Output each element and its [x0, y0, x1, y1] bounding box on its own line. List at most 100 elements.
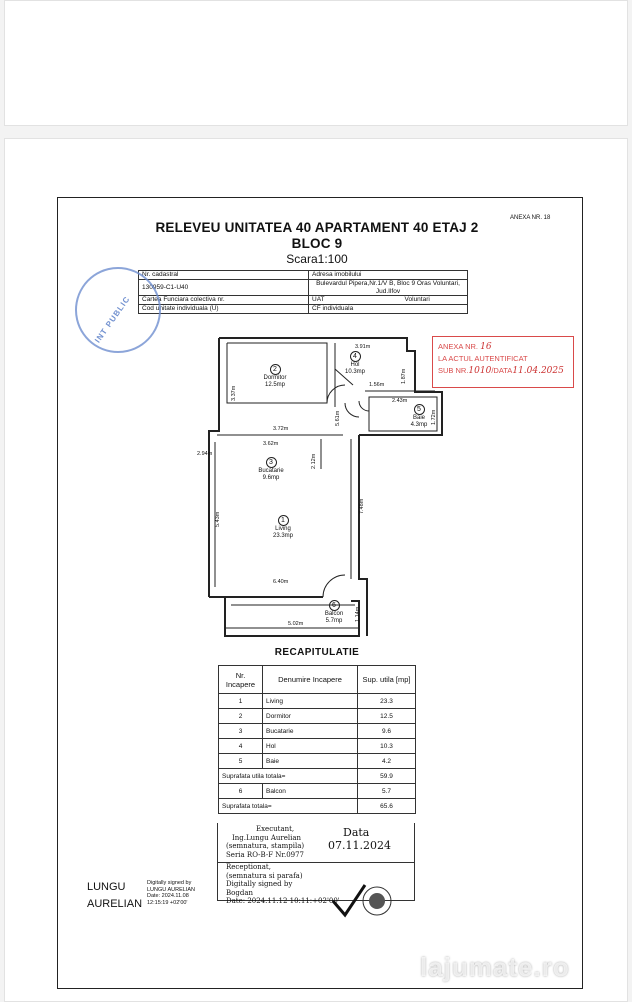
room-area: 12.5mp	[264, 382, 285, 388]
wall-balcony	[209, 596, 360, 637]
room-name: Hol	[350, 362, 360, 368]
executant-series: Seria RO-B-F Nr.0977	[226, 850, 305, 859]
room-name: Balcon	[324, 611, 344, 617]
handwritten-annex: 16	[480, 342, 492, 352]
digital-signature-details: Digitally signed by LUNGU AURELIAN Date:…	[147, 880, 195, 906]
page-title: RELEVEU UNITATEA 40 APARTAMENT 40 ETAJ 2	[155, 220, 479, 235]
handwritten-date: 11.04.2025	[512, 366, 564, 376]
dim-label: 2.43m	[392, 398, 408, 404]
cell-name: Bucatarie	[262, 723, 358, 739]
room-hol: 4 Hol 10.3mp	[339, 351, 371, 376]
floor-plan	[208, 337, 443, 637]
total-label: Suprafata totala=	[218, 798, 358, 814]
dim-label: 6.40m	[273, 579, 289, 585]
signer-name: Bogdan	[226, 888, 254, 897]
watermark-logo: lajumate.ro	[420, 952, 570, 982]
cell-name: Dormitor	[262, 708, 358, 724]
room-area: 5.7mp	[325, 618, 343, 624]
red-stamp: ANEXA NR. 16 LA ACTUL AUTENTIFICAT SUB N…	[432, 336, 574, 388]
dim-label: 1.14m	[355, 606, 361, 622]
red-stamp-line2: LA ACTUL AUTENTIFICAT	[438, 354, 528, 363]
receptionat-block: Receptionat, (semnatura si parafa) Digit…	[217, 863, 415, 905]
signer-first: LUNGU	[87, 881, 126, 893]
wall-right	[358, 435, 368, 636]
uat-value: Voluntari	[404, 296, 430, 304]
total-utila-row: Suprafata utila totala=59.9	[218, 768, 416, 784]
room-area: 23.3mp	[272, 533, 293, 539]
cell-sup: 12.5	[357, 708, 416, 724]
cell-name: Hol	[262, 738, 358, 754]
sig-line: 12:15:19 +02'00'	[147, 899, 188, 906]
room-name: Living	[275, 526, 291, 532]
cell-sup: 9.6	[357, 723, 416, 739]
red-stamp-label: /DATA	[491, 366, 513, 375]
executant-block: Executant, Ing.Lungu Aurelian (semnatura…	[217, 823, 415, 863]
cell-sup: 10.3	[357, 738, 416, 754]
previous-page	[4, 0, 628, 126]
annex-number: ANEXA NR. 18	[510, 215, 551, 221]
signed-date: Date: 2024.11.12 10:11:+02'00'	[226, 897, 414, 906]
room-number: 1	[277, 515, 289, 526]
dim-label: 3.62m	[263, 441, 279, 447]
cell-nr: 2	[218, 708, 263, 724]
signer-last: AURELIAN	[87, 898, 143, 910]
dim-label: 3.91m	[355, 344, 371, 350]
total-row: Suprafata totala=65.6	[218, 798, 416, 814]
cell-nr: 5	[218, 753, 263, 769]
cell-name: Baie	[262, 753, 358, 769]
signature-checkmark	[331, 884, 392, 918]
digital-signature-name: LUNGU AURELIAN	[87, 879, 142, 913]
cell-nr: 4	[218, 738, 263, 754]
cadastral-info-table: Nr. cadastral Adresa imobilului 130959-C…	[138, 270, 468, 314]
dim-label: 1.87m	[401, 368, 407, 384]
handwritten-number: 1010	[468, 366, 492, 376]
cell-sup: 4.2	[357, 753, 416, 769]
dim-label: 7.48m	[359, 498, 365, 514]
recap-title: RECAPITULATIE	[274, 647, 360, 658]
receptionat-label: Receptionat,	[226, 863, 271, 871]
dim-label: 3.72m	[273, 426, 289, 432]
wall-left	[208, 338, 220, 597]
dim-label: 2.12m	[311, 453, 317, 469]
digital-signed: Digitally signed by	[226, 880, 293, 888]
cell-name: Living	[262, 693, 358, 709]
dim-label: 5.02m	[288, 621, 304, 627]
executant-label: Executant,	[256, 825, 295, 833]
sig-line: Date: 2024.11.08	[147, 893, 189, 900]
sig-line: Digitally signed by	[147, 880, 192, 886]
dim-label: 3.37m	[231, 385, 237, 401]
recap-table: Nr. Incapere Denumire Incapere Sup. util…	[218, 665, 416, 814]
room-baie: 5 Baie 4.3mp	[406, 404, 432, 429]
room-area: 10.3mp	[344, 369, 365, 375]
header-denumire: Denumire Incapere	[262, 665, 358, 694]
dim-label: 5.61m	[335, 410, 341, 426]
cell-nr: 6	[218, 783, 263, 799]
room-number: 3	[265, 457, 277, 468]
signed-date-text: Date: 2024.11.12 10:11:	[226, 897, 313, 905]
dim-label: 5.43m	[215, 511, 221, 527]
signed-date-tz: +02'00'	[312, 897, 340, 905]
room-number: 4	[349, 351, 361, 362]
total-value: 65.6	[357, 798, 416, 814]
date-value: 07.11.2024	[328, 839, 391, 852]
page-title-block: BLOC 9	[291, 236, 343, 251]
red-stamp-label: ANEXA NR.	[438, 342, 479, 351]
cell-nr: 3	[218, 723, 263, 739]
red-stamp-label: SUB NR.	[438, 366, 469, 375]
cell-nr: 1	[218, 693, 263, 709]
red-stamp-line1: ANEXA NR. 16	[438, 341, 568, 353]
dim-label: 1.56m	[369, 382, 385, 388]
date-label: Data	[343, 826, 370, 839]
red-stamp-line3: SUB NR.1010/DATA11.04.2025	[438, 365, 568, 377]
room-number: 5	[413, 404, 425, 415]
executant-name: Ing.Lungu Aurelian	[232, 833, 302, 842]
cf-individuala-label: CF individuala	[308, 304, 468, 314]
room-area: 4.3mp	[410, 422, 428, 428]
room-number: 6	[328, 600, 340, 611]
total-utila-value: 59.9	[357, 768, 416, 784]
